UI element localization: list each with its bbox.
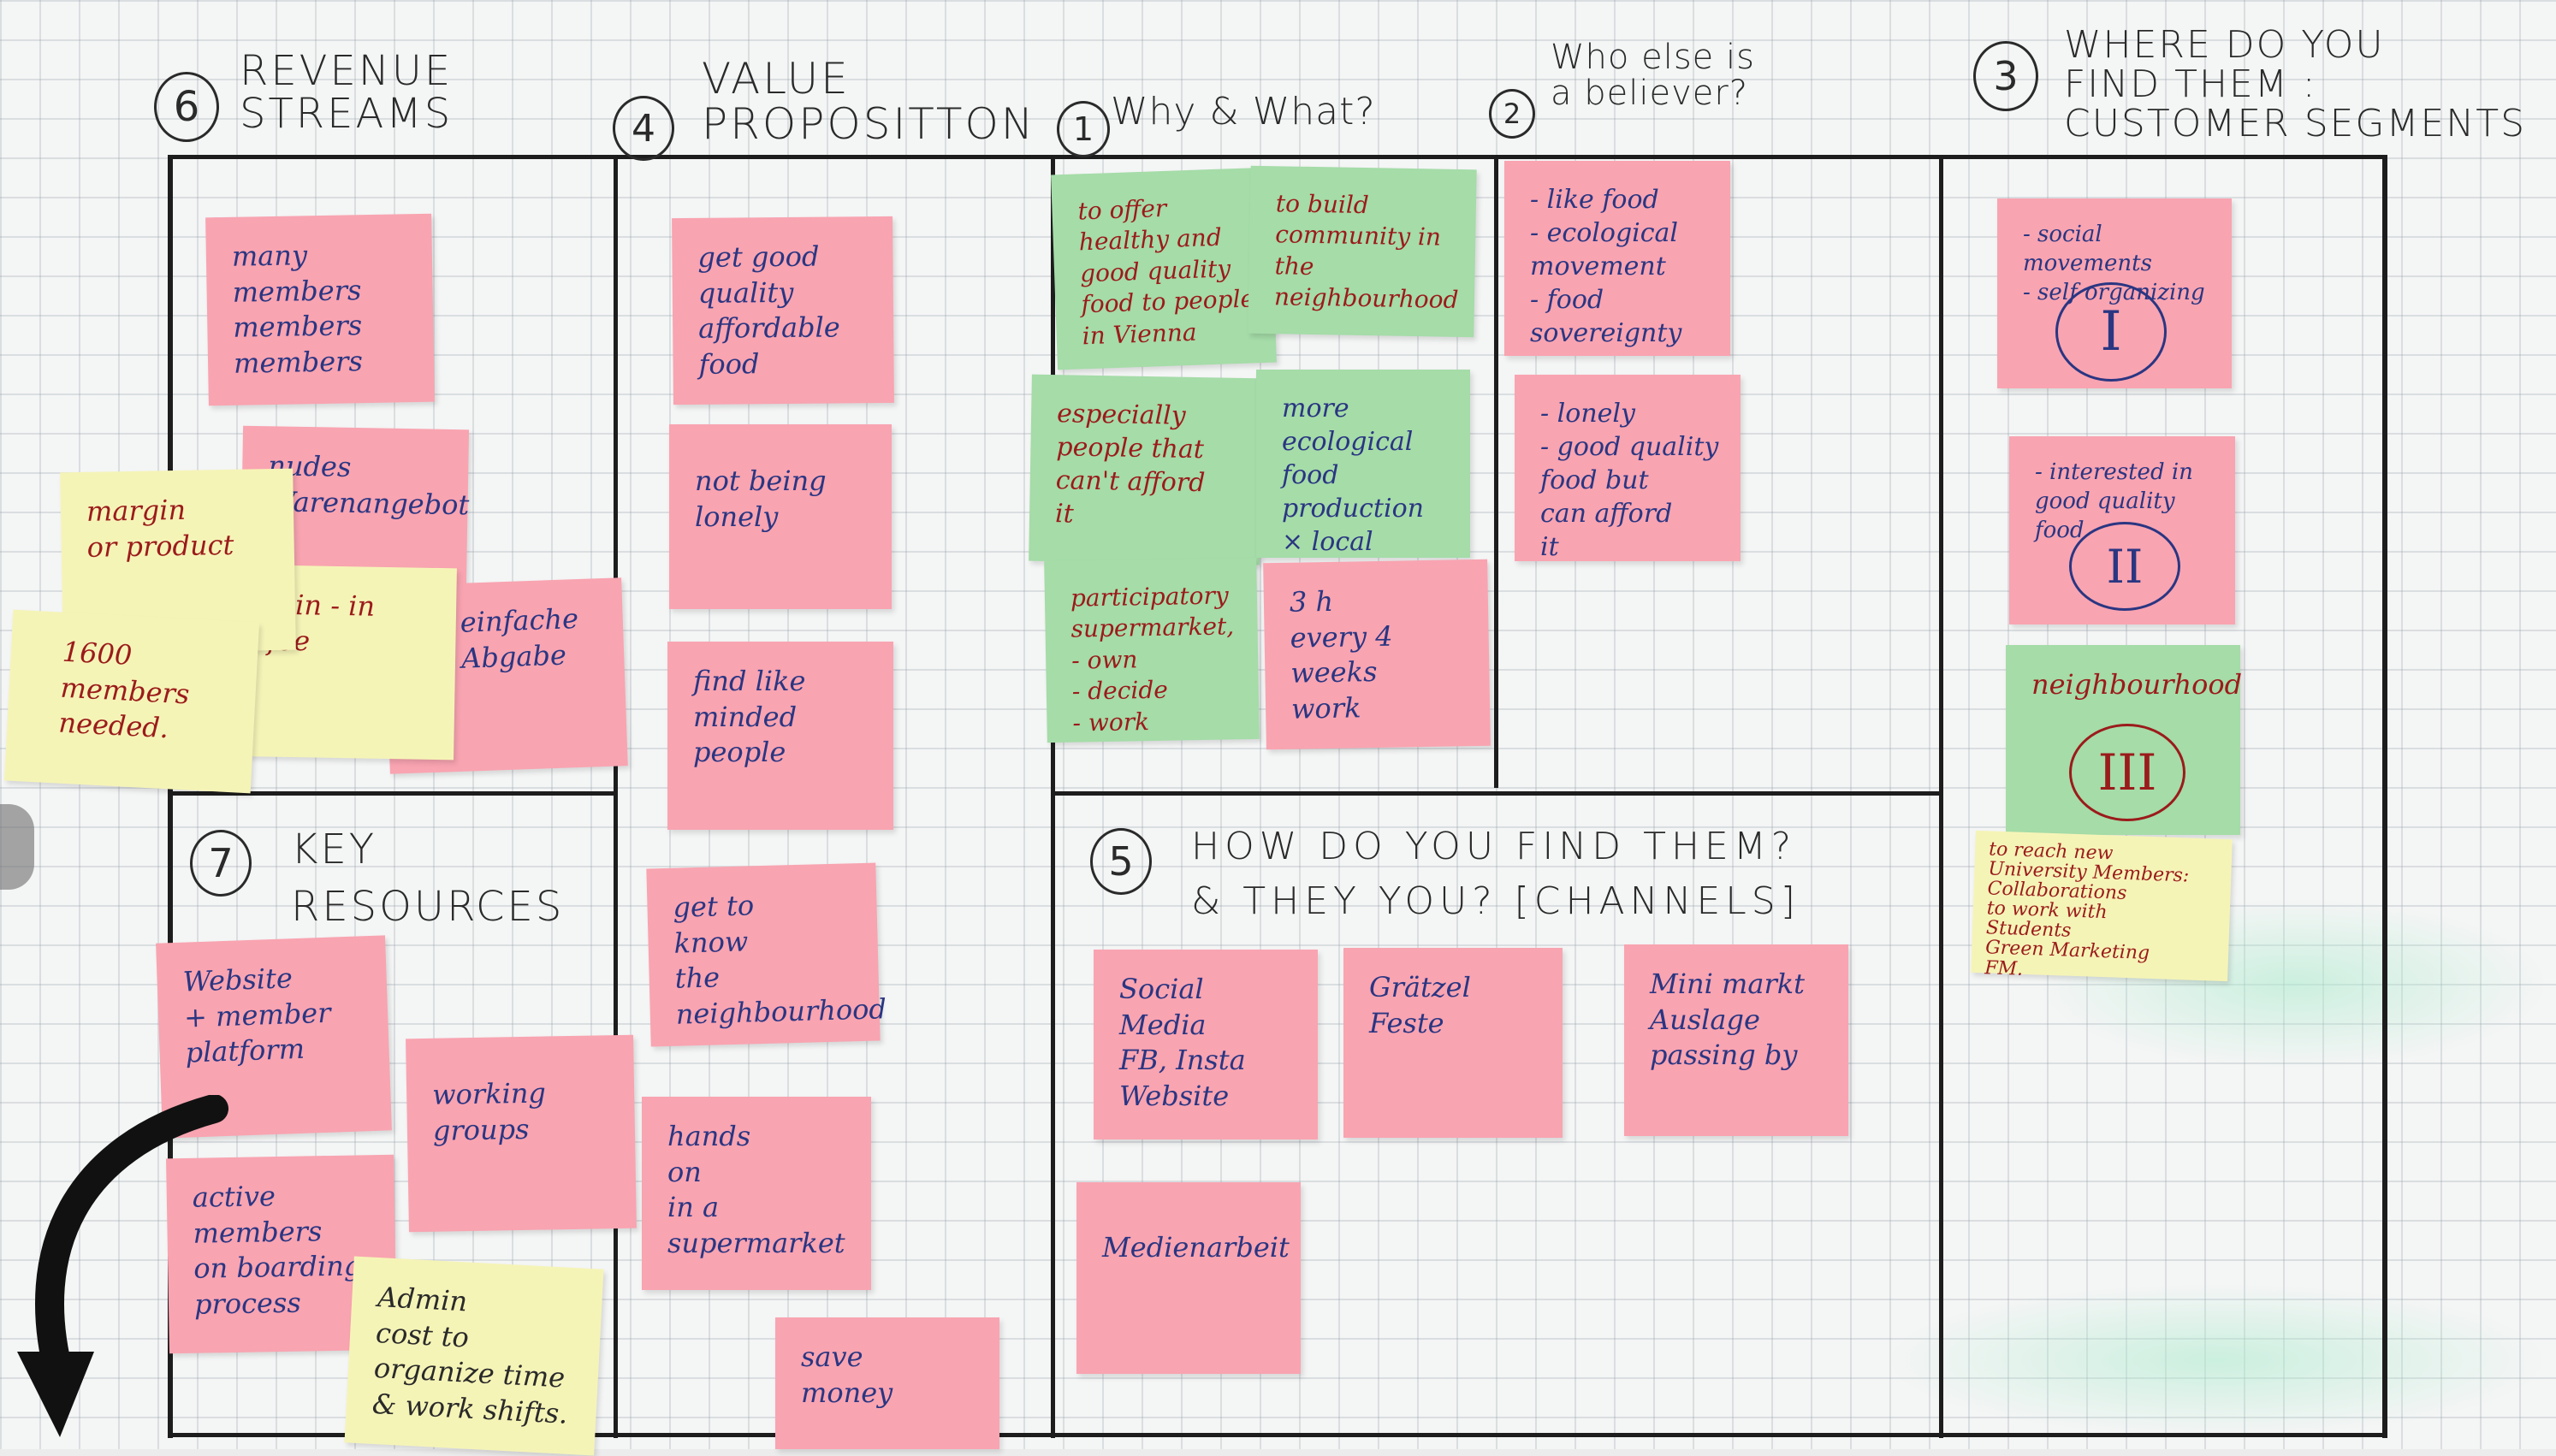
divider-revenue-key	[168, 791, 617, 796]
header-customer-segments: WHERE DO YOU FIND THEM : CUSTOMER SEGMEN…	[2064, 23, 2526, 146]
sticky-note: to build community in the neighbourhood	[1248, 165, 1477, 338]
header-value-proposition: VALUE PROPOSITTON	[702, 54, 1036, 149]
sticky-note: Mini markt Auslage passing by	[1624, 944, 1848, 1136]
curved-arrow-icon	[17, 1095, 228, 1437]
divider-revenue-value	[614, 155, 618, 1438]
header-revenue-streams: REVENUE STREAMS	[240, 47, 454, 139]
divider-why-believer	[1494, 155, 1498, 788]
section-number: 6	[154, 72, 219, 142]
segment-roman-numeral: III	[2069, 724, 2185, 821]
sticky-note: working groups	[406, 1034, 637, 1233]
sticky-note: 1600 members needed.	[3, 609, 260, 794]
sticky-note: 3 h every 4 weeks work	[1263, 559, 1491, 750]
sticky-note: many members members members	[205, 213, 435, 406]
sticky-note: Medienarbeit	[1076, 1182, 1301, 1374]
section-number: 7	[190, 830, 252, 897]
sticky-note: to reach new University Members: Collabo…	[1971, 830, 2233, 982]
sticky-note: especially people that can't afford it	[1029, 374, 1263, 565]
sticky-note: to offer healthy and good quality food t…	[1051, 167, 1277, 370]
divider-why-channels	[1051, 791, 1942, 796]
section-number: 1	[1057, 101, 1110, 157]
sticky-note: find like minded people	[667, 642, 893, 830]
sticky-note: Social Media FB, Insta Website	[1094, 950, 1318, 1139]
canvas-right-line	[2382, 155, 2387, 1438]
sticky-note: - lonely - good quality food but can aff…	[1515, 375, 1741, 562]
section-number: 4	[613, 96, 674, 161]
header-key-resources: KEY RESOURCES	[291, 826, 565, 932]
section-number: 2	[1489, 89, 1535, 139]
segment-roman-numeral: II	[2069, 522, 2180, 611]
segment-roman-numeral: I	[2055, 282, 2167, 382]
sticky-note: more ecological food production × local …	[1256, 370, 1470, 590]
section-number: 5	[1090, 828, 1152, 895]
divider-believer-segments	[1939, 155, 1943, 1438]
sticky-note: get to know the neighbourhood	[646, 862, 887, 1047]
sticky-note: Grätzel Feste	[1343, 948, 1563, 1138]
header-channels: HOW DO YOU FIND THEM? & THEY YOU? [CHANN…	[1191, 825, 1800, 923]
sticky-note: not being lonely	[669, 424, 892, 609]
light-reflection	[1883, 1283, 2550, 1437]
header-why-what: Why & What?	[1111, 90, 1376, 133]
section-number: 3	[1973, 41, 2038, 111]
canvas-bottom-line	[168, 1433, 2386, 1437]
canvas-top-line	[168, 155, 2386, 159]
sticky-note: - like food - ecological movement - food…	[1504, 161, 1730, 356]
sticky-note: get good quality affordable food	[672, 216, 894, 405]
sticky-note: Admin cost to organize time & work shift…	[344, 1256, 604, 1456]
header-believer: Who else is a believer?	[1551, 38, 1755, 113]
sticky-note: save money	[775, 1317, 999, 1449]
divider-value-why	[1051, 155, 1055, 1438]
sticky-note: hands on in a supermarket	[642, 1097, 871, 1290]
sticky-note: participatory supermarket, - own - decid…	[1044, 557, 1260, 743]
canvas-left-line	[168, 155, 173, 1438]
edge-object	[0, 804, 34, 890]
